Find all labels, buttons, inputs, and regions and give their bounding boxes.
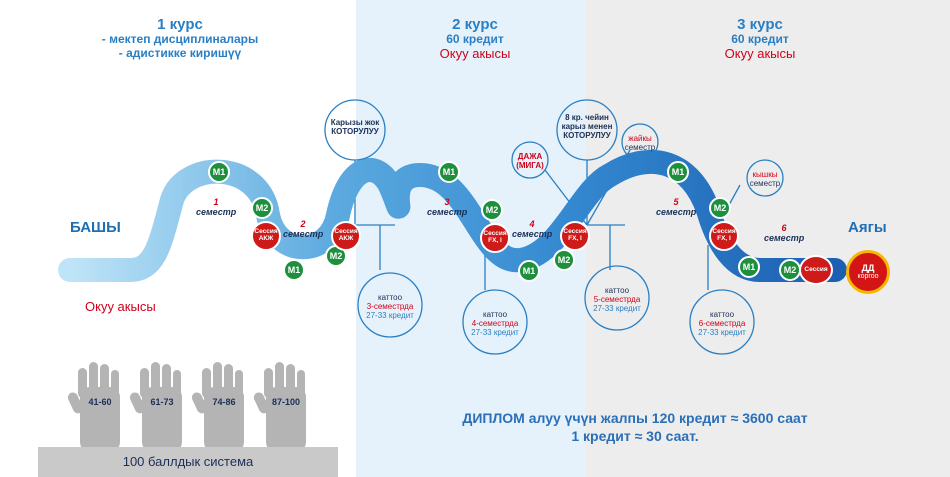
katto3-line2: 3-семестрда: [366, 302, 414, 312]
summer-line2: семестр: [624, 143, 656, 153]
semester-2-num: 2: [300, 219, 306, 229]
semester-3-num: 3: [444, 197, 450, 207]
course1-line1: - мектеп дисциплиналары: [101, 32, 259, 47]
katto5-line1: каттоо: [604, 286, 630, 295]
session-fx-s3: Сессия FX, I: [480, 223, 510, 253]
daja-line2: (МИГА): [516, 161, 544, 171]
module-2-s1: M2: [251, 197, 273, 219]
course1-header: 1 курс - мектеп дисциплиналары - адистик…: [60, 16, 300, 61]
course3-panel: [586, 0, 950, 477]
module-1-s4: M1: [518, 260, 540, 282]
no-debt-bubble: Карызы жок КОТОРУЛУУ: [327, 118, 383, 136]
no-debt-line1: Карызы жок: [330, 118, 380, 127]
course3-title: 3 курс: [737, 16, 783, 33]
semester-6-word: семестр: [764, 232, 805, 243]
bubble-outlines: [324, 99, 784, 355]
start-label: БАШЫ: [70, 219, 121, 236]
katto3-line3: 27-33 кредит: [366, 311, 414, 321]
grade-range-3: 74-86: [212, 397, 236, 407]
raised-hands-icon: [67, 362, 306, 452]
session-fx-s5: Сессия FX, I: [709, 221, 739, 251]
module-1-s6: M1: [738, 256, 760, 278]
diploma-info: ДИПЛОМ алуу үчүн жалпы 120 кредит ≈ 3600…: [430, 410, 840, 445]
tuition-label: Окуу акысы: [85, 299, 156, 314]
session-fx-s4: Сессия FX, I: [560, 221, 590, 251]
winter-line2: семестр: [749, 179, 781, 189]
end-label: Аягы: [848, 219, 887, 236]
no-debt-line2: КОТОРУЛУУ: [331, 127, 379, 137]
module-1-s1: M1: [208, 161, 230, 183]
thesis-defense-badge: ДД коргоо: [846, 250, 890, 294]
katto4-line3: 27-33 кредит: [471, 328, 519, 338]
semester-5-word: семестр: [656, 206, 697, 217]
katto3-bubble: каттоо 3-семестрда 27-33 кредит: [358, 293, 422, 321]
semester-3-word: семестр: [427, 206, 468, 217]
with-debt-line1: 8 кр. чейин: [565, 113, 609, 122]
module-2-s3: M2: [481, 199, 503, 221]
katto6-line1: каттоо: [709, 310, 735, 319]
grade-system-label: 100 баллдык система: [38, 447, 338, 477]
course2-title: 2 курс: [452, 16, 498, 33]
grade-range-4: 87-100: [271, 397, 301, 407]
module-2-s4: M2: [553, 249, 575, 271]
semester-2-word: семестр: [283, 228, 324, 239]
course1-line2: - адистикке киришүү: [118, 46, 242, 61]
module-2-s6: M2: [779, 259, 801, 281]
dd-line1: ДД: [861, 262, 875, 273]
course1-title: 1 курс: [157, 16, 203, 33]
module-1-s2: M1: [283, 259, 305, 281]
course2-tuition: Окуу акысы: [439, 46, 511, 62]
semester-5-num: 5: [673, 197, 679, 207]
course3-header: 3 курс 60 кредит Окуу акысы: [690, 16, 830, 62]
with-debt-bubble: 8 кр. чейин карыз менен КОТОРУЛУУ: [559, 113, 615, 141]
diploma-line2: 1 кредит ≈ 30 саат.: [571, 427, 699, 444]
course3-tuition: Окуу акысы: [724, 46, 796, 62]
katto6-line3: 27-33 кредит: [698, 328, 746, 338]
course2-credits: 60 кредит: [446, 32, 504, 47]
course3-credits: 60 кредит: [731, 32, 789, 47]
diploma-line1: ДИПЛОМ алуу үчүн жалпы 120 кредит ≈ 3600…: [462, 410, 808, 426]
session-akj-s2: Сессия АКЖ: [331, 221, 361, 251]
summer-bubble: жайкы семестр: [622, 134, 658, 152]
dd-line2: коргоо: [857, 273, 879, 281]
grade-range-2: 61-73: [150, 397, 174, 407]
daja-line1: ДАЖА: [517, 152, 543, 161]
with-debt-line2: карыз менен: [561, 122, 613, 132]
katto5-bubble: каттоо 5-семестрда 27-33 кредит: [585, 286, 649, 314]
with-debt-line3: КОТОРУЛУУ: [563, 131, 611, 141]
semester-1-num: 1: [213, 197, 219, 207]
katto4-line1: каттоо: [482, 310, 508, 319]
grade-range-1: 41-60: [88, 397, 112, 407]
katto5-line2: 5-семестрда: [593, 295, 641, 305]
summer-line1: жайкы: [628, 134, 652, 143]
katto4-line2: 4-семестрда: [471, 319, 519, 329]
semester-4-word: семестр: [512, 228, 553, 239]
winter-bubble: кышкы семестр: [747, 170, 783, 188]
katto5-line3: 27-33 кредит: [593, 304, 641, 314]
session-s6: Сессия: [799, 255, 833, 285]
katto4-bubble: каттоо 4-семестрда 27-33 кредит: [463, 310, 527, 338]
course2-header: 2 курс 60 кредит Окуу акысы: [400, 16, 550, 62]
semester-1-word: семестр: [196, 206, 237, 217]
katto6-line2: 6-семестрда: [698, 319, 746, 329]
daja-bubble: ДАЖА (МИГА): [510, 152, 550, 170]
semester-4-num: 4: [529, 219, 535, 229]
katto3-line1: каттоо: [377, 293, 403, 302]
winter-line1: кышкы: [752, 170, 778, 179]
semester-6-num: 6: [781, 223, 787, 233]
module-1-s5: M1: [667, 161, 689, 183]
module-2-s5: M2: [709, 197, 731, 219]
module-1-s3: M1: [438, 161, 460, 183]
session-akj-s1: Сессия АКЖ: [251, 221, 281, 251]
katto6-bubble: каттоо 6-семестрда 27-33 кредит: [690, 310, 754, 338]
